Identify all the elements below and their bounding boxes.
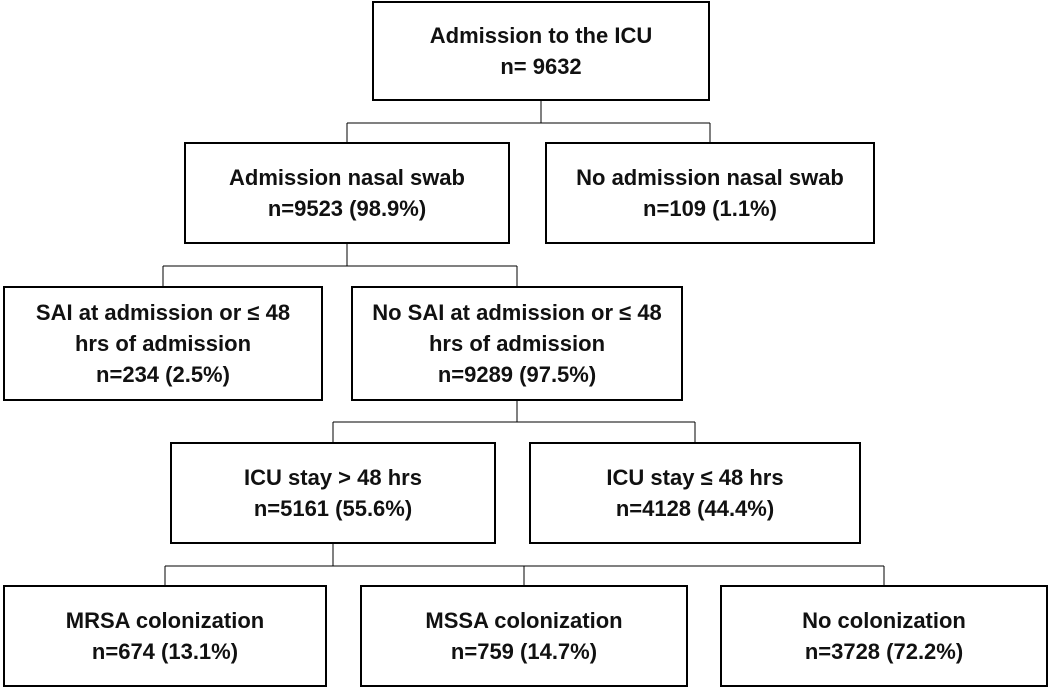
node-count: n=4128 (44.4%) [615, 496, 775, 521]
node-count: n=759 (14.7%) [450, 639, 598, 664]
node-sai: SAI at admission or ≤ 48 hrs of admissio… [3, 286, 323, 401]
node-title: Admission nasal swab [229, 165, 465, 190]
node-nasal-swab: Admission nasal swab n=9523 (98.9%) [184, 142, 510, 244]
node-title-line-2: hrs of admission [428, 331, 606, 356]
node-count: n=234 (2.5%) [96, 362, 230, 387]
node-title: ICU stay > 48 hrs [244, 465, 422, 490]
node-title: No admission nasal swab [576, 165, 844, 190]
node-count: n= 9632 [500, 54, 582, 79]
node-no-colonization: No colonization n=3728 (72.2%) [720, 585, 1048, 687]
node-title: MSSA colonization [425, 608, 623, 633]
node-title-line-1: SAI at admission or ≤ 48 [35, 300, 291, 325]
node-title: MRSA colonization [65, 608, 265, 633]
node-icu-stay-long: ICU stay > 48 hrs n=5161 (55.6%) [170, 442, 496, 544]
node-mrsa-colonization: MRSA colonization n=674 (13.1%) [3, 585, 327, 687]
node-title: ICU stay ≤ 48 hrs [606, 465, 784, 490]
node-title-line-2: hrs of admission [74, 331, 252, 356]
node-count: n=9523 (98.9%) [267, 196, 427, 221]
node-count: n=109 (1.1%) [643, 196, 777, 221]
node-icu-admission: Admission to the ICU n= 9632 [372, 1, 710, 101]
node-mssa-colonization: MSSA colonization n=759 (14.7%) [360, 585, 688, 687]
node-no-nasal-swab: No admission nasal swab n=109 (1.1%) [545, 142, 875, 244]
node-title-line-1: No SAI at admission or ≤ 48 [372, 300, 662, 325]
node-count: n=674 (13.1%) [91, 639, 239, 664]
node-count: n=9289 (97.5%) [437, 362, 597, 387]
node-title: No colonization [802, 608, 966, 633]
node-icu-stay-short: ICU stay ≤ 48 hrs n=4128 (44.4%) [529, 442, 861, 544]
node-title: Admission to the ICU [429, 23, 653, 48]
node-count: n=5161 (55.6%) [253, 496, 413, 521]
node-no-sai: No SAI at admission or ≤ 48 hrs of admis… [351, 286, 683, 401]
node-count: n=3728 (72.2%) [804, 639, 964, 664]
